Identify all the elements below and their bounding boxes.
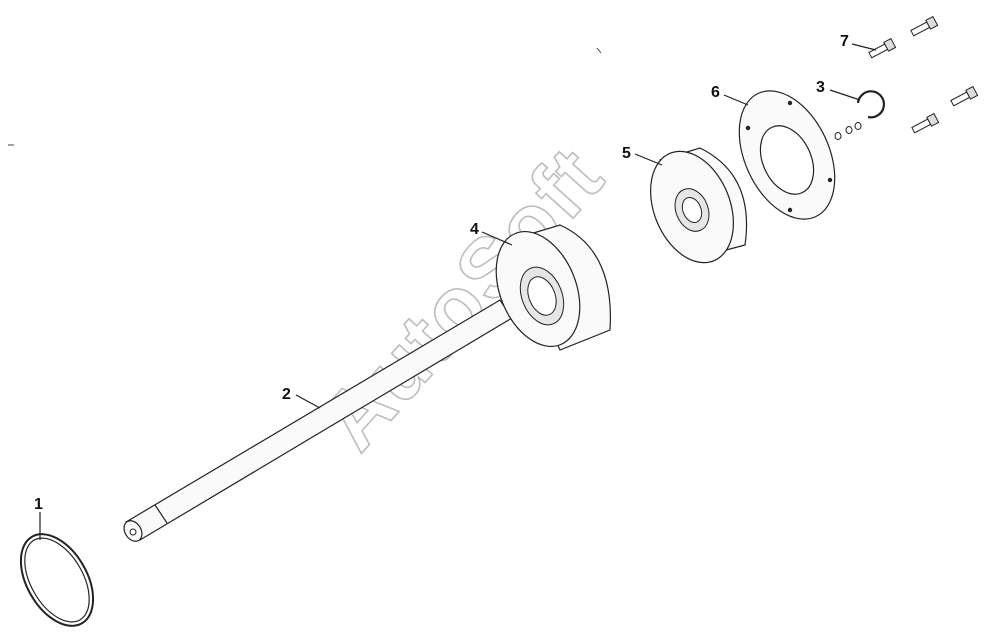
callout-label-5: 5: [622, 145, 631, 162]
snap-ring-part: [834, 90, 886, 140]
cover-plate-part: [738, 90, 836, 220]
callout-label-1: 1: [34, 496, 43, 513]
callout-label-6: 6: [711, 84, 720, 101]
shaft-part: [123, 279, 546, 542]
drum-part: [495, 224, 612, 351]
bolt-part: [868, 15, 979, 134]
o-ring-part: [19, 533, 95, 627]
hub-part: [650, 147, 748, 264]
callout-label-4: 4: [470, 221, 479, 238]
leader-lines: [39, 43, 877, 540]
callout-label-7: 7: [840, 33, 849, 50]
callout-label-3: 3: [816, 79, 825, 96]
callout-label-2: 2: [282, 386, 291, 403]
stray-mark: [596, 47, 602, 54]
